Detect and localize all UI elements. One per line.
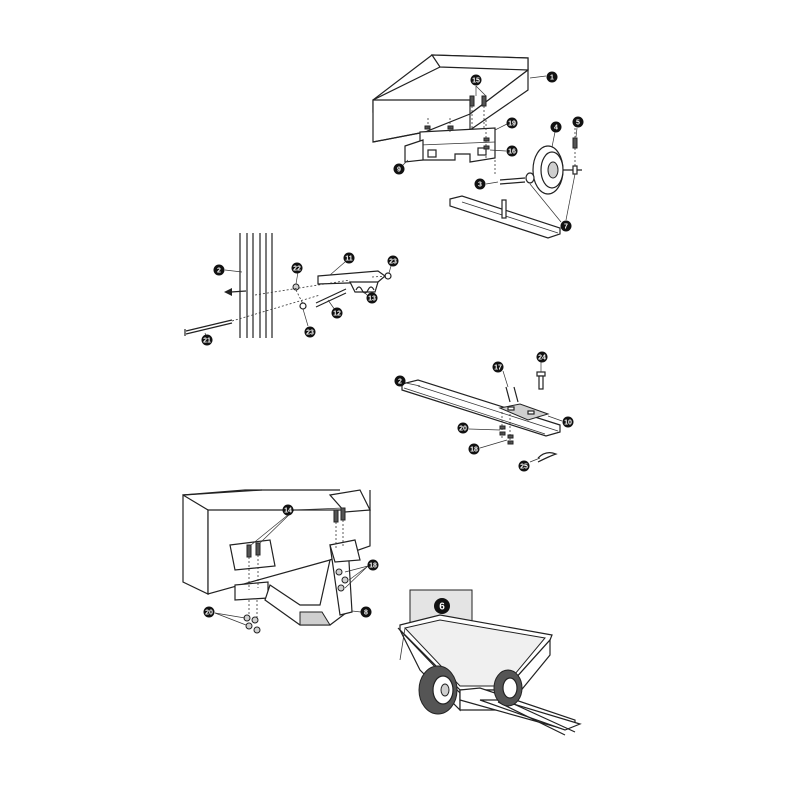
- leader-lines: [204, 75, 578, 626]
- svg-text:23: 23: [306, 330, 314, 337]
- latch-bracket-assembly: [182, 489, 371, 634]
- callout-18-hitch: 18: [468, 443, 480, 455]
- callout-1: 1: [546, 71, 558, 83]
- svg-text:8: 8: [364, 610, 368, 617]
- svg-text:17: 17: [494, 365, 502, 372]
- hitch-bracket-assembly: [401, 371, 561, 463]
- callout-2-pivot: 2: [213, 264, 225, 276]
- callout-25: 25: [518, 460, 530, 472]
- svg-text:2: 2: [217, 268, 221, 275]
- callout-19: 19: [506, 117, 518, 129]
- callout-23-bottom: 23: [304, 326, 316, 338]
- svg-text:18: 18: [470, 447, 478, 454]
- callout-22: 22: [291, 262, 303, 274]
- callout-9: 9: [393, 163, 405, 175]
- callout-15: 15: [470, 74, 482, 86]
- svg-text:15: 15: [472, 78, 480, 85]
- callout-14: 14: [282, 504, 294, 516]
- callout-24: 24: [536, 351, 548, 363]
- svg-text:22: 22: [293, 266, 301, 273]
- callout-21: 21: [201, 334, 213, 346]
- tray-axle-assembly: [372, 54, 582, 239]
- svg-text:7: 7: [564, 224, 568, 231]
- svg-text:16: 16: [508, 149, 516, 156]
- svg-text:19: 19: [508, 121, 516, 128]
- callout-10: 10: [562, 416, 574, 428]
- svg-text:24: 24: [538, 355, 546, 362]
- svg-text:20: 20: [205, 610, 213, 617]
- callout-20-latch: 20: [203, 606, 215, 618]
- callout-5: 5: [572, 116, 584, 128]
- callout-23-top: 23: [387, 255, 399, 267]
- svg-text:25: 25: [520, 464, 528, 471]
- pivot-assembly: [184, 233, 392, 338]
- callout-3: 3: [474, 178, 486, 190]
- svg-text:18: 18: [369, 563, 377, 570]
- callout-6: 6: [434, 598, 450, 614]
- callout-20-hitch: 20: [457, 422, 469, 434]
- complete-cart: [397, 589, 582, 736]
- svg-text:1: 1: [550, 75, 554, 82]
- callout-12: 12: [331, 307, 343, 319]
- svg-text:2: 2: [398, 379, 402, 386]
- callout-13: 13: [366, 292, 378, 304]
- callout-7: 7: [560, 220, 572, 232]
- svg-text:13: 13: [368, 296, 376, 303]
- svg-text:10: 10: [564, 420, 572, 427]
- svg-text:9: 9: [397, 167, 401, 174]
- svg-text:12: 12: [333, 311, 341, 318]
- svg-text:21: 21: [203, 338, 211, 345]
- svg-text:5: 5: [576, 120, 580, 127]
- callout-11: 11: [343, 252, 355, 264]
- svg-text:11: 11: [345, 256, 353, 263]
- svg-text:4: 4: [554, 125, 558, 132]
- callout-2-hitch: 2: [394, 375, 406, 387]
- svg-text:3: 3: [478, 182, 482, 189]
- callout-18-latch: 18: [367, 559, 379, 571]
- callout-17: 17: [492, 361, 504, 373]
- callout-4: 4: [550, 121, 562, 133]
- svg-text:20: 20: [459, 426, 467, 433]
- svg-text:14: 14: [284, 508, 292, 515]
- callout-16: 16: [506, 145, 518, 157]
- svg-text:23: 23: [389, 259, 397, 266]
- svg-text:6: 6: [439, 602, 445, 613]
- callout-8: 8: [360, 606, 372, 618]
